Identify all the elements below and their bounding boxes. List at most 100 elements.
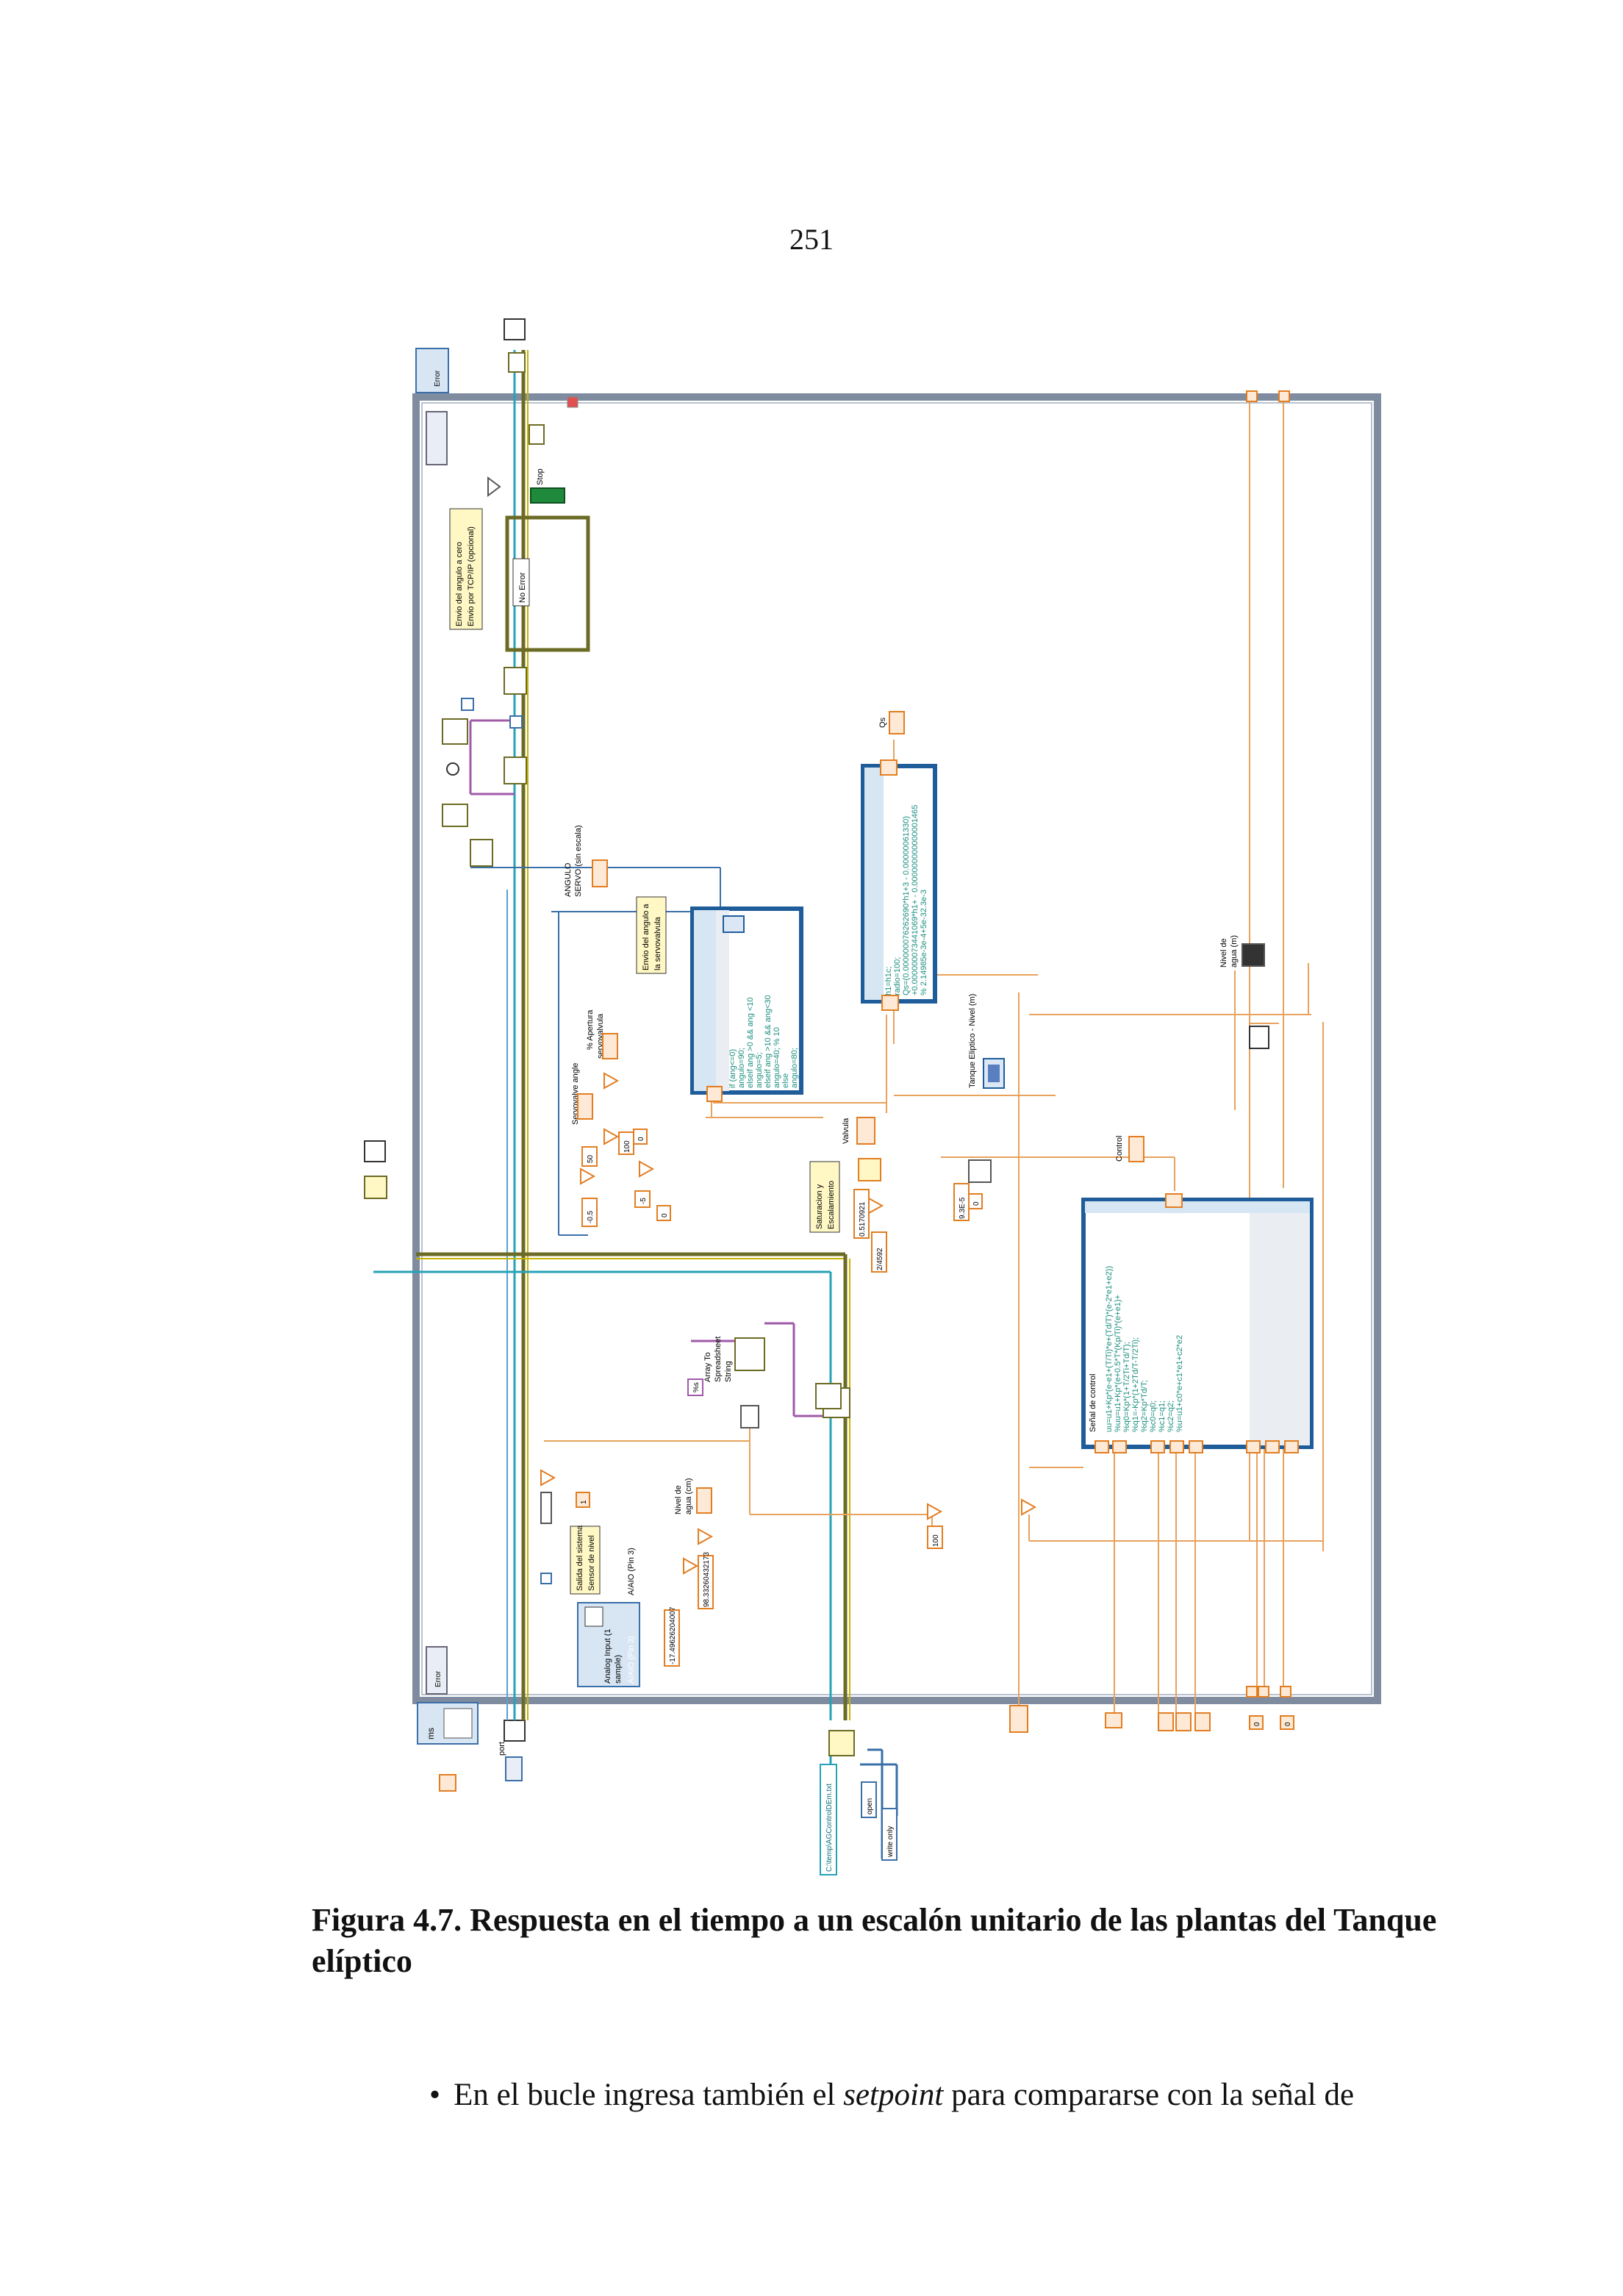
diagram-label: 100 xyxy=(623,1140,631,1153)
diagram-label: Envio del angulo a cero xyxy=(455,542,464,626)
diagram-label: Nivel de xyxy=(1219,938,1228,968)
diagram-label: Envio por TCP/IP (opcional) xyxy=(467,526,476,626)
diagram-label: ms xyxy=(426,1728,436,1739)
diagram-label: 9.3E-5 xyxy=(959,1197,967,1219)
diagram-label: la servovalvula xyxy=(653,916,662,970)
diagram-label: agua (m) xyxy=(1230,935,1239,968)
diagram-label: A/AIO (Pin 3) xyxy=(627,1636,636,1684)
diagram-label: Señal de control xyxy=(1089,1374,1097,1433)
diagram-label: Escalamiento xyxy=(827,1181,836,1229)
diagram-label: Tanque Eliptico - Nivel (m) xyxy=(968,994,977,1088)
select-node: 9.3E-5 0 xyxy=(953,1159,992,1221)
diagram-label: %q1=-Kp*(1+2Td/T-T/2Ti); xyxy=(1131,1337,1140,1432)
diagram-label: Sensor de nivel xyxy=(587,1535,596,1591)
diagram-label: Array To xyxy=(703,1352,712,1382)
diagram-label: angulo=5; xyxy=(755,1052,764,1088)
diagram-label: radio=100; xyxy=(893,957,902,995)
diagram-label: A/AIO (Pin 3) xyxy=(627,1548,636,1595)
nivel-agua-m: Nivel de agua (m) xyxy=(1219,935,1269,1049)
diagram-label: sample) xyxy=(614,1655,623,1684)
angulo-servo-indicator: ANGULO SERVO (sin escala) xyxy=(564,825,608,897)
servovalve-apertura: Servovalve angle % Apertura servovalvula… xyxy=(571,1009,671,1227)
page-number: 251 xyxy=(789,223,834,256)
diagram-label: Qs xyxy=(878,717,887,728)
diagram-label: port xyxy=(498,1742,506,1756)
note-envio-angulo-cero: Envio del angulo a cero Envio por TCP/IP… xyxy=(449,508,483,630)
diagram-label: Nivel de xyxy=(674,1485,683,1514)
formula-node-angulo: if (ang<=0) angulo=90; elseif ang >0 && … xyxy=(690,906,803,1102)
diagram-label: Stop xyxy=(536,468,545,485)
diagram-label: Salida del sistema xyxy=(576,1525,584,1591)
diagram-label: angulo=40; % 10 xyxy=(773,1027,781,1088)
diagram-label: elseif ang >0 && ang <10 xyxy=(746,997,755,1088)
diagram-label: SERVO (sin escala) xyxy=(574,825,583,897)
diagram-label: No Error xyxy=(518,572,527,603)
analog-input-block: Salida del sistema Sensor de nivel A/AIO… xyxy=(570,1525,640,1687)
port-terminal: port xyxy=(498,1720,526,1781)
diagram-label: angulo=90; xyxy=(737,1048,746,1088)
diagram-label: 0.5170921 xyxy=(859,1201,867,1237)
control-indicator: Control xyxy=(1115,1136,1144,1162)
top-nodes: Stop xyxy=(487,318,578,504)
bullet-text-suffix: para compararse con la señal de xyxy=(943,2078,1355,2112)
diagram-label: 0 xyxy=(1253,1722,1261,1726)
diagram-label: ANGULO xyxy=(564,862,573,897)
open-file-nodes xyxy=(364,1140,842,1409)
diagram-label: agua (cm) xyxy=(684,1478,693,1514)
diagram-label: uu=u1+Kp*(e-e1+(T/Ti)*e+(Td/T)*(e-2*e1+e… xyxy=(1105,1266,1114,1432)
diagram-label: Control xyxy=(1115,1136,1124,1162)
diagram-label: if (ang<=0) xyxy=(728,1049,737,1088)
figure-caption: Figura 4.7. Respuesta en el tiempo a un … xyxy=(312,1902,1437,1979)
diagram-label: %c1=q1; xyxy=(1158,1401,1167,1432)
bottom-terminals: 0 0 xyxy=(1009,390,1294,1733)
diagram-label: Envio del angulo a xyxy=(642,904,651,970)
diagram-label: % 2.14985e-3e-4+5e-32.3e-3 xyxy=(920,890,928,995)
formula-node-qs: h1=h1c; radio=100; Qs=(0.000000076262690… xyxy=(861,711,937,1011)
diagram-label: 0 xyxy=(1284,1722,1292,1726)
diagram-label: -0.5 xyxy=(587,1210,595,1223)
error-cluster-bottom: Error xyxy=(426,1646,448,1695)
bullet-text-prefix: En el bucle ingresa también el xyxy=(454,2078,844,2112)
diagram-label: 0 xyxy=(661,1213,669,1217)
error-cluster-top: Error xyxy=(415,348,449,465)
file-open-block: C:\temp\AGControlDEm.txt open write only xyxy=(820,1730,898,1875)
bullet-dot: • xyxy=(429,2078,441,2112)
note-envio-angulo-servo: Envio del angulo a la servovalvula xyxy=(636,896,667,974)
diagram-label: C:\temp\AGControlDEm.txt xyxy=(825,1784,834,1872)
saturacion-valvula: Saturacion y Escalamiento Valvula 0.5170… xyxy=(809,1117,887,1273)
diagram-label: Valvula xyxy=(842,1117,850,1144)
diagram-label: %c2=q2; xyxy=(1167,1401,1175,1432)
tanque-eliptico-indicator: Tanque Eliptico - Nivel (m) xyxy=(968,994,1005,1089)
diagram-label: -17.49626204007 xyxy=(669,1606,677,1664)
diagram-label: +0.000000073441069*h1+ - 0.0000000000000… xyxy=(911,805,920,995)
diagram-label: -5 xyxy=(639,1198,648,1204)
diagram-label: Spreadsheet xyxy=(714,1337,723,1382)
diagram-label: Analog Input (1 xyxy=(603,1628,612,1684)
case-structure-no-error: No Error xyxy=(505,515,590,652)
diagram-label: h1=h1c; xyxy=(884,967,893,995)
diagram-label: %s xyxy=(692,1382,701,1392)
diagram-label: %uu=u1+Kp*(e+0.5*T*(Kp/Ti)*(e+e1)+ xyxy=(1114,1295,1122,1432)
diagram-label: 98.33260432173 xyxy=(703,1551,711,1607)
formula-node-control: Señal de control uu=u1+Kp*(e-e1+(T/Ti)*e… xyxy=(1081,1193,1314,1453)
diagram-label: %c0=q0; xyxy=(1149,1401,1158,1432)
diagram-label: Qs=(0.000000076262690*h1+3 - 0.000000613… xyxy=(902,816,911,995)
diagram-label: 2/4592 xyxy=(876,1248,884,1270)
diagram-label: write only xyxy=(886,1826,895,1858)
diagram-label: Error xyxy=(434,370,442,387)
diagram-label: 0 xyxy=(637,1137,645,1141)
build-array-nodes: 1 100 xyxy=(540,1469,1037,1584)
bullet-text-italic: setpoint xyxy=(843,2078,944,2112)
diagram-label: open xyxy=(866,1798,874,1814)
diagram-label: %q2=Kp*Td/T; xyxy=(1140,1380,1149,1432)
diagram-label: 50 xyxy=(587,1154,595,1163)
body-bullet: • En el bucle ingresa también el setpoint… xyxy=(429,2075,1444,2116)
while-loop-frame xyxy=(412,393,1381,1704)
diagram-label: % Apertura xyxy=(586,1009,595,1050)
diagram-label: 1 xyxy=(580,1500,588,1504)
diagram-label: angulo=80; xyxy=(790,1048,799,1088)
tcp-nodes xyxy=(442,667,527,867)
array-to-spreadsheet: Array To Spreadsheet String %s xyxy=(687,1337,850,1428)
diagram-label: String xyxy=(724,1361,733,1382)
